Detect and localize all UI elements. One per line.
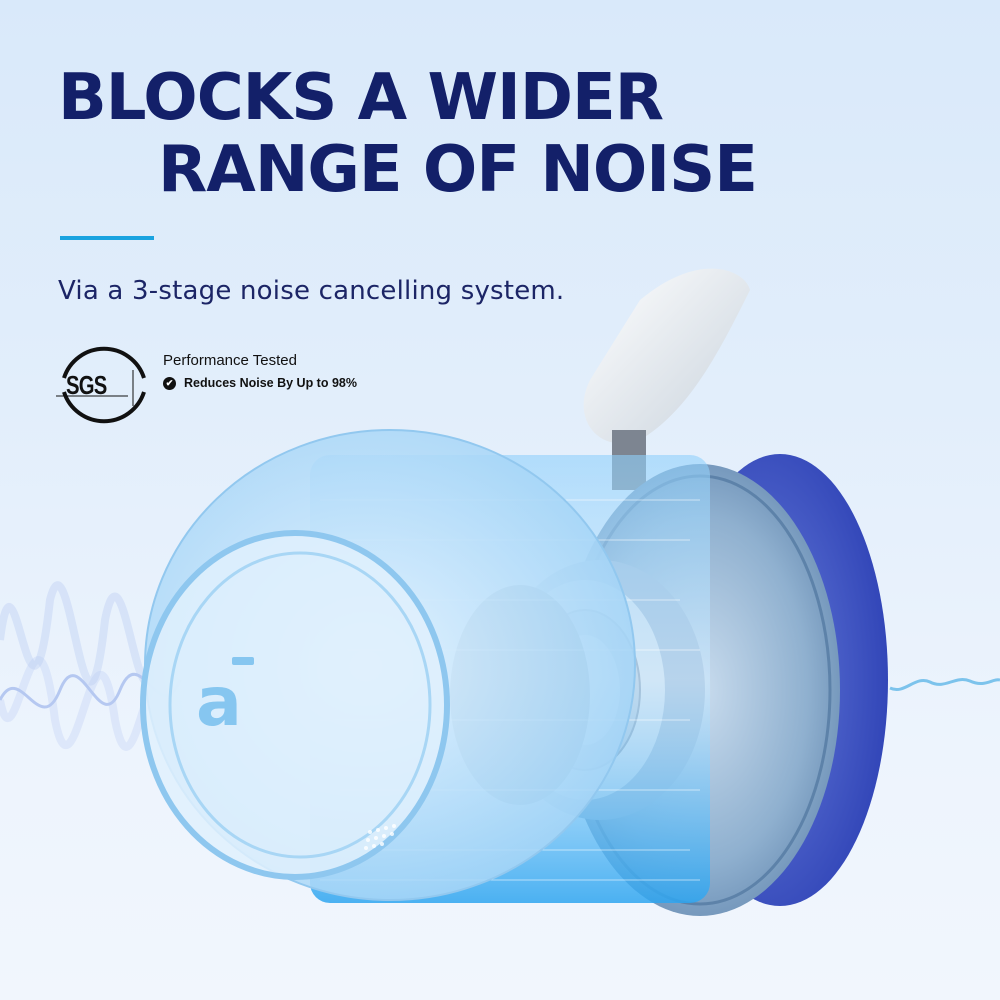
headline-line-2: RANGE OF NOISE <box>158 133 758 207</box>
subtitle: Via a 3-stage noise cancelling system. <box>58 276 565 306</box>
noise-reduction-text: Reduces Noise By Up to 98% <box>184 376 357 390</box>
accent-divider <box>60 236 154 240</box>
noise-reduction-claim: ✔ Reduces Noise By Up to 98% <box>163 376 357 390</box>
headline-line-1: BLOCKS A WIDER <box>58 61 664 135</box>
noise-wave-icon <box>0 581 182 751</box>
sgs-certification-badge: SGS <box>56 340 152 430</box>
check-circle-icon: ✔ <box>163 376 176 390</box>
reduced-wave-icon <box>889 678 1000 691</box>
brand-logo-icon: a <box>196 663 242 742</box>
page-title: BLOCKS A WIDER RANGE OF NOISE <box>58 61 758 207</box>
sgs-ring-icon <box>56 346 146 424</box>
performance-tested-label: Performance Tested <box>163 352 297 369</box>
sgs-label: SGS <box>66 370 107 400</box>
